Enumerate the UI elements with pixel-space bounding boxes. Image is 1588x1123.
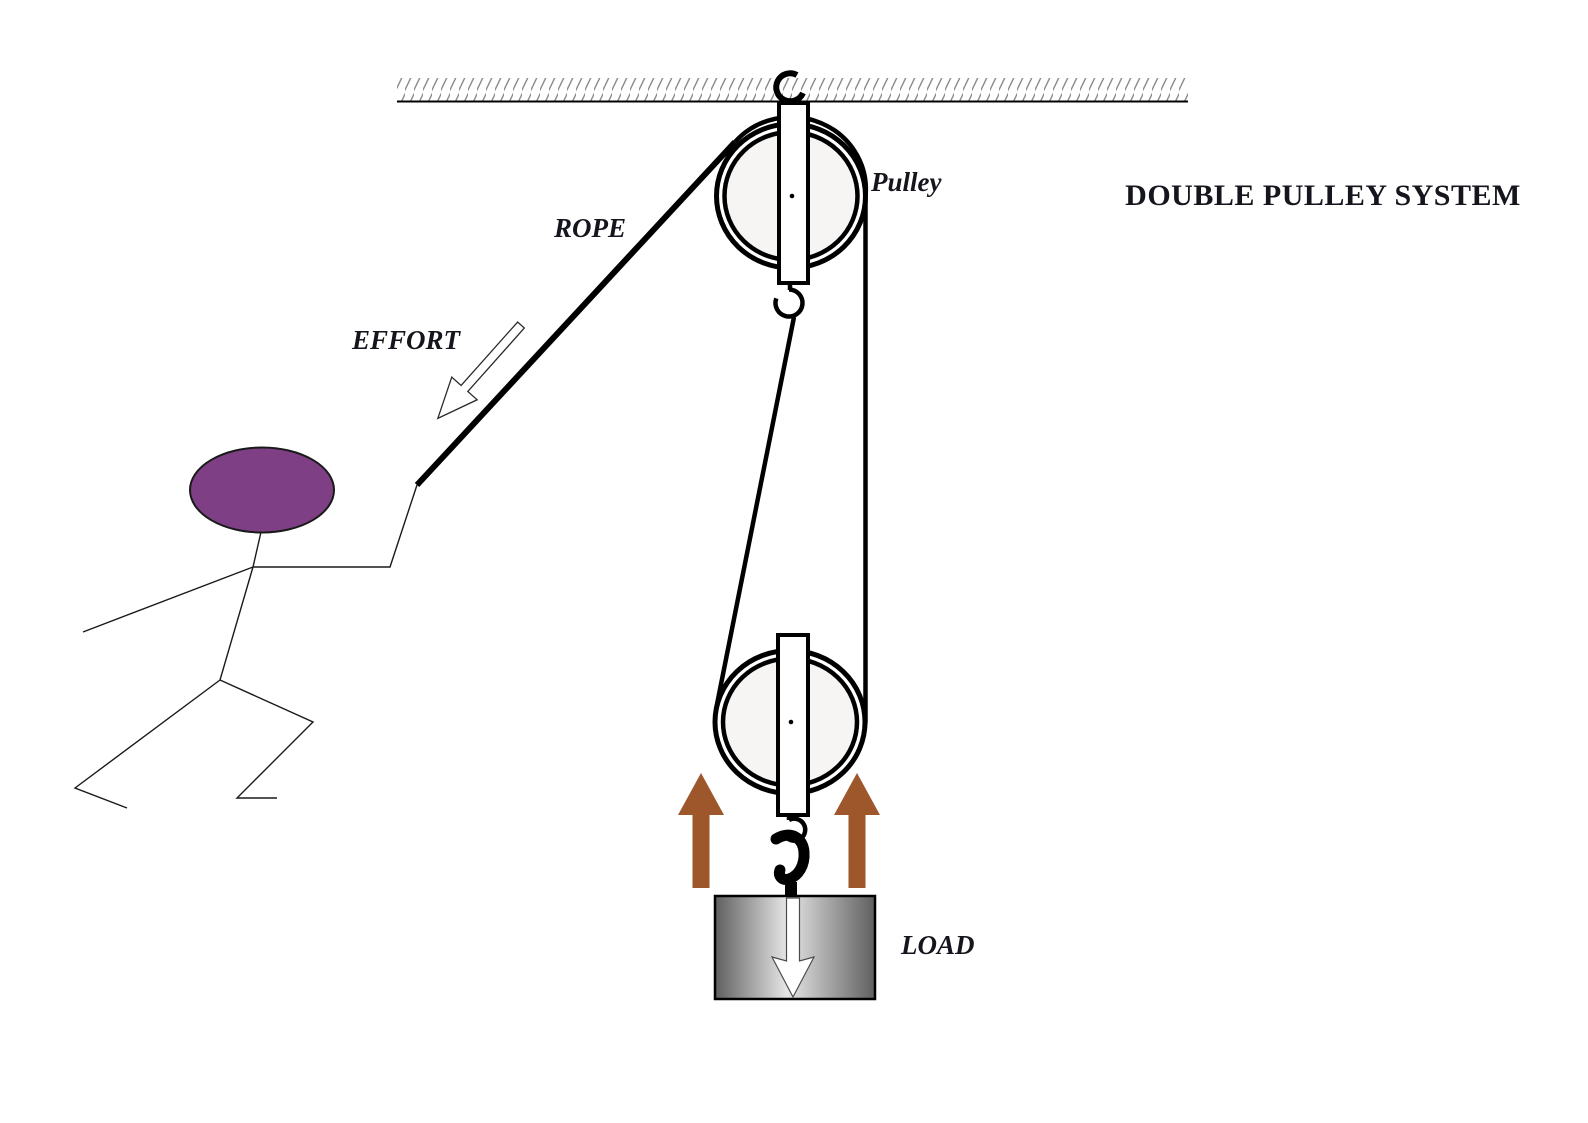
load-hook (770, 829, 810, 885)
effort-label: EFFORT (351, 325, 462, 355)
top-pulley (714, 70, 868, 319)
top-pulley-axle-dot (789, 193, 795, 199)
effort-direction-arrow (436, 321, 526, 420)
load-hook-group (770, 829, 810, 900)
load-weight-arrow (770, 897, 816, 999)
top-pulley-bracket (777, 101, 810, 285)
load-block-group (713, 894, 877, 1001)
stick-figure (73, 446, 418, 809)
bottom-pulley-axle-dot (788, 719, 794, 725)
stick-figure-back-leg (73, 679, 221, 809)
stick-figure-rear-arm (82, 566, 254, 633)
bottom-pulley (712, 633, 868, 843)
force-arrow-left (678, 773, 724, 888)
stick-figure-torso (219, 566, 254, 681)
bottom-pulley-bracket (776, 633, 810, 817)
stick-figure-front-leg (219, 679, 315, 799)
ceiling-hatch-band (397, 78, 1188, 101)
ceiling (397, 78, 1188, 103)
rope-label: ROPE (553, 213, 626, 243)
ceiling-hook (773, 70, 806, 105)
stick-figure-head (189, 446, 335, 534)
stick-figure-pulling-arm (253, 484, 418, 568)
load-label: LOAD (900, 930, 975, 960)
force-arrow-right (834, 773, 880, 888)
stick-figure-neck (252, 531, 262, 568)
pulley-label: Pulley (870, 167, 942, 197)
diagram-title: DOUBLE PULLEY SYSTEM (1125, 179, 1521, 212)
force-arrows (678, 773, 880, 888)
top-pulley-lower-hook (773, 287, 805, 319)
effort-rope-segment (414, 139, 738, 488)
